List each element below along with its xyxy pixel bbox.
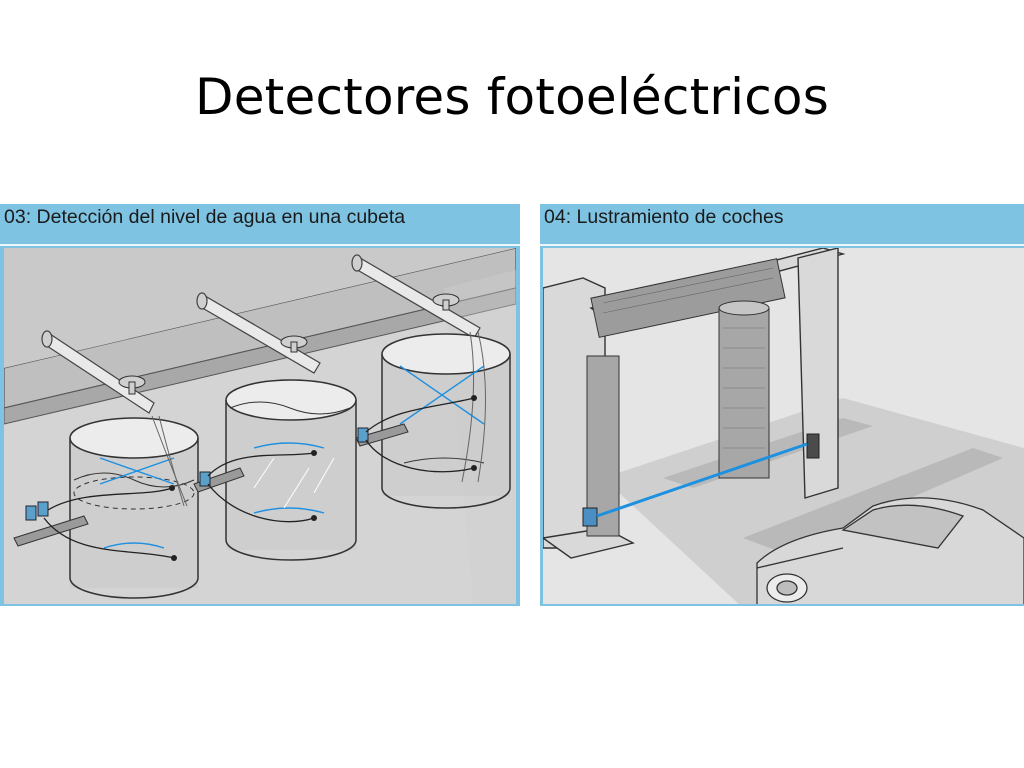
car (756, 497, 1024, 604)
panel-divider (0, 244, 520, 246)
water-level-scene (4, 248, 516, 604)
car-wash-illustration (543, 248, 1024, 604)
panel-car-wash: 04: Lustramiento de coches (540, 204, 1024, 606)
slide-title: Detectores fotoeléctricos (195, 68, 829, 126)
emitter-sensor (582, 507, 598, 527)
panel-divider (540, 244, 1024, 246)
brushes (586, 258, 786, 537)
tank-left (69, 415, 199, 599)
tank-right (381, 331, 511, 509)
tank-middle (225, 379, 357, 561)
light-beam (596, 442, 808, 518)
water-level-illustration (4, 248, 516, 604)
panel-header: 03: Detección del nivel de agua en una c… (4, 206, 406, 228)
car-wash-scene (543, 248, 1024, 604)
panel-water-level: 03: Detección del nivel de agua en una c… (0, 204, 520, 606)
receiver-sensor (806, 433, 820, 459)
panel-header: 04: Lustramiento de coches (544, 206, 784, 228)
